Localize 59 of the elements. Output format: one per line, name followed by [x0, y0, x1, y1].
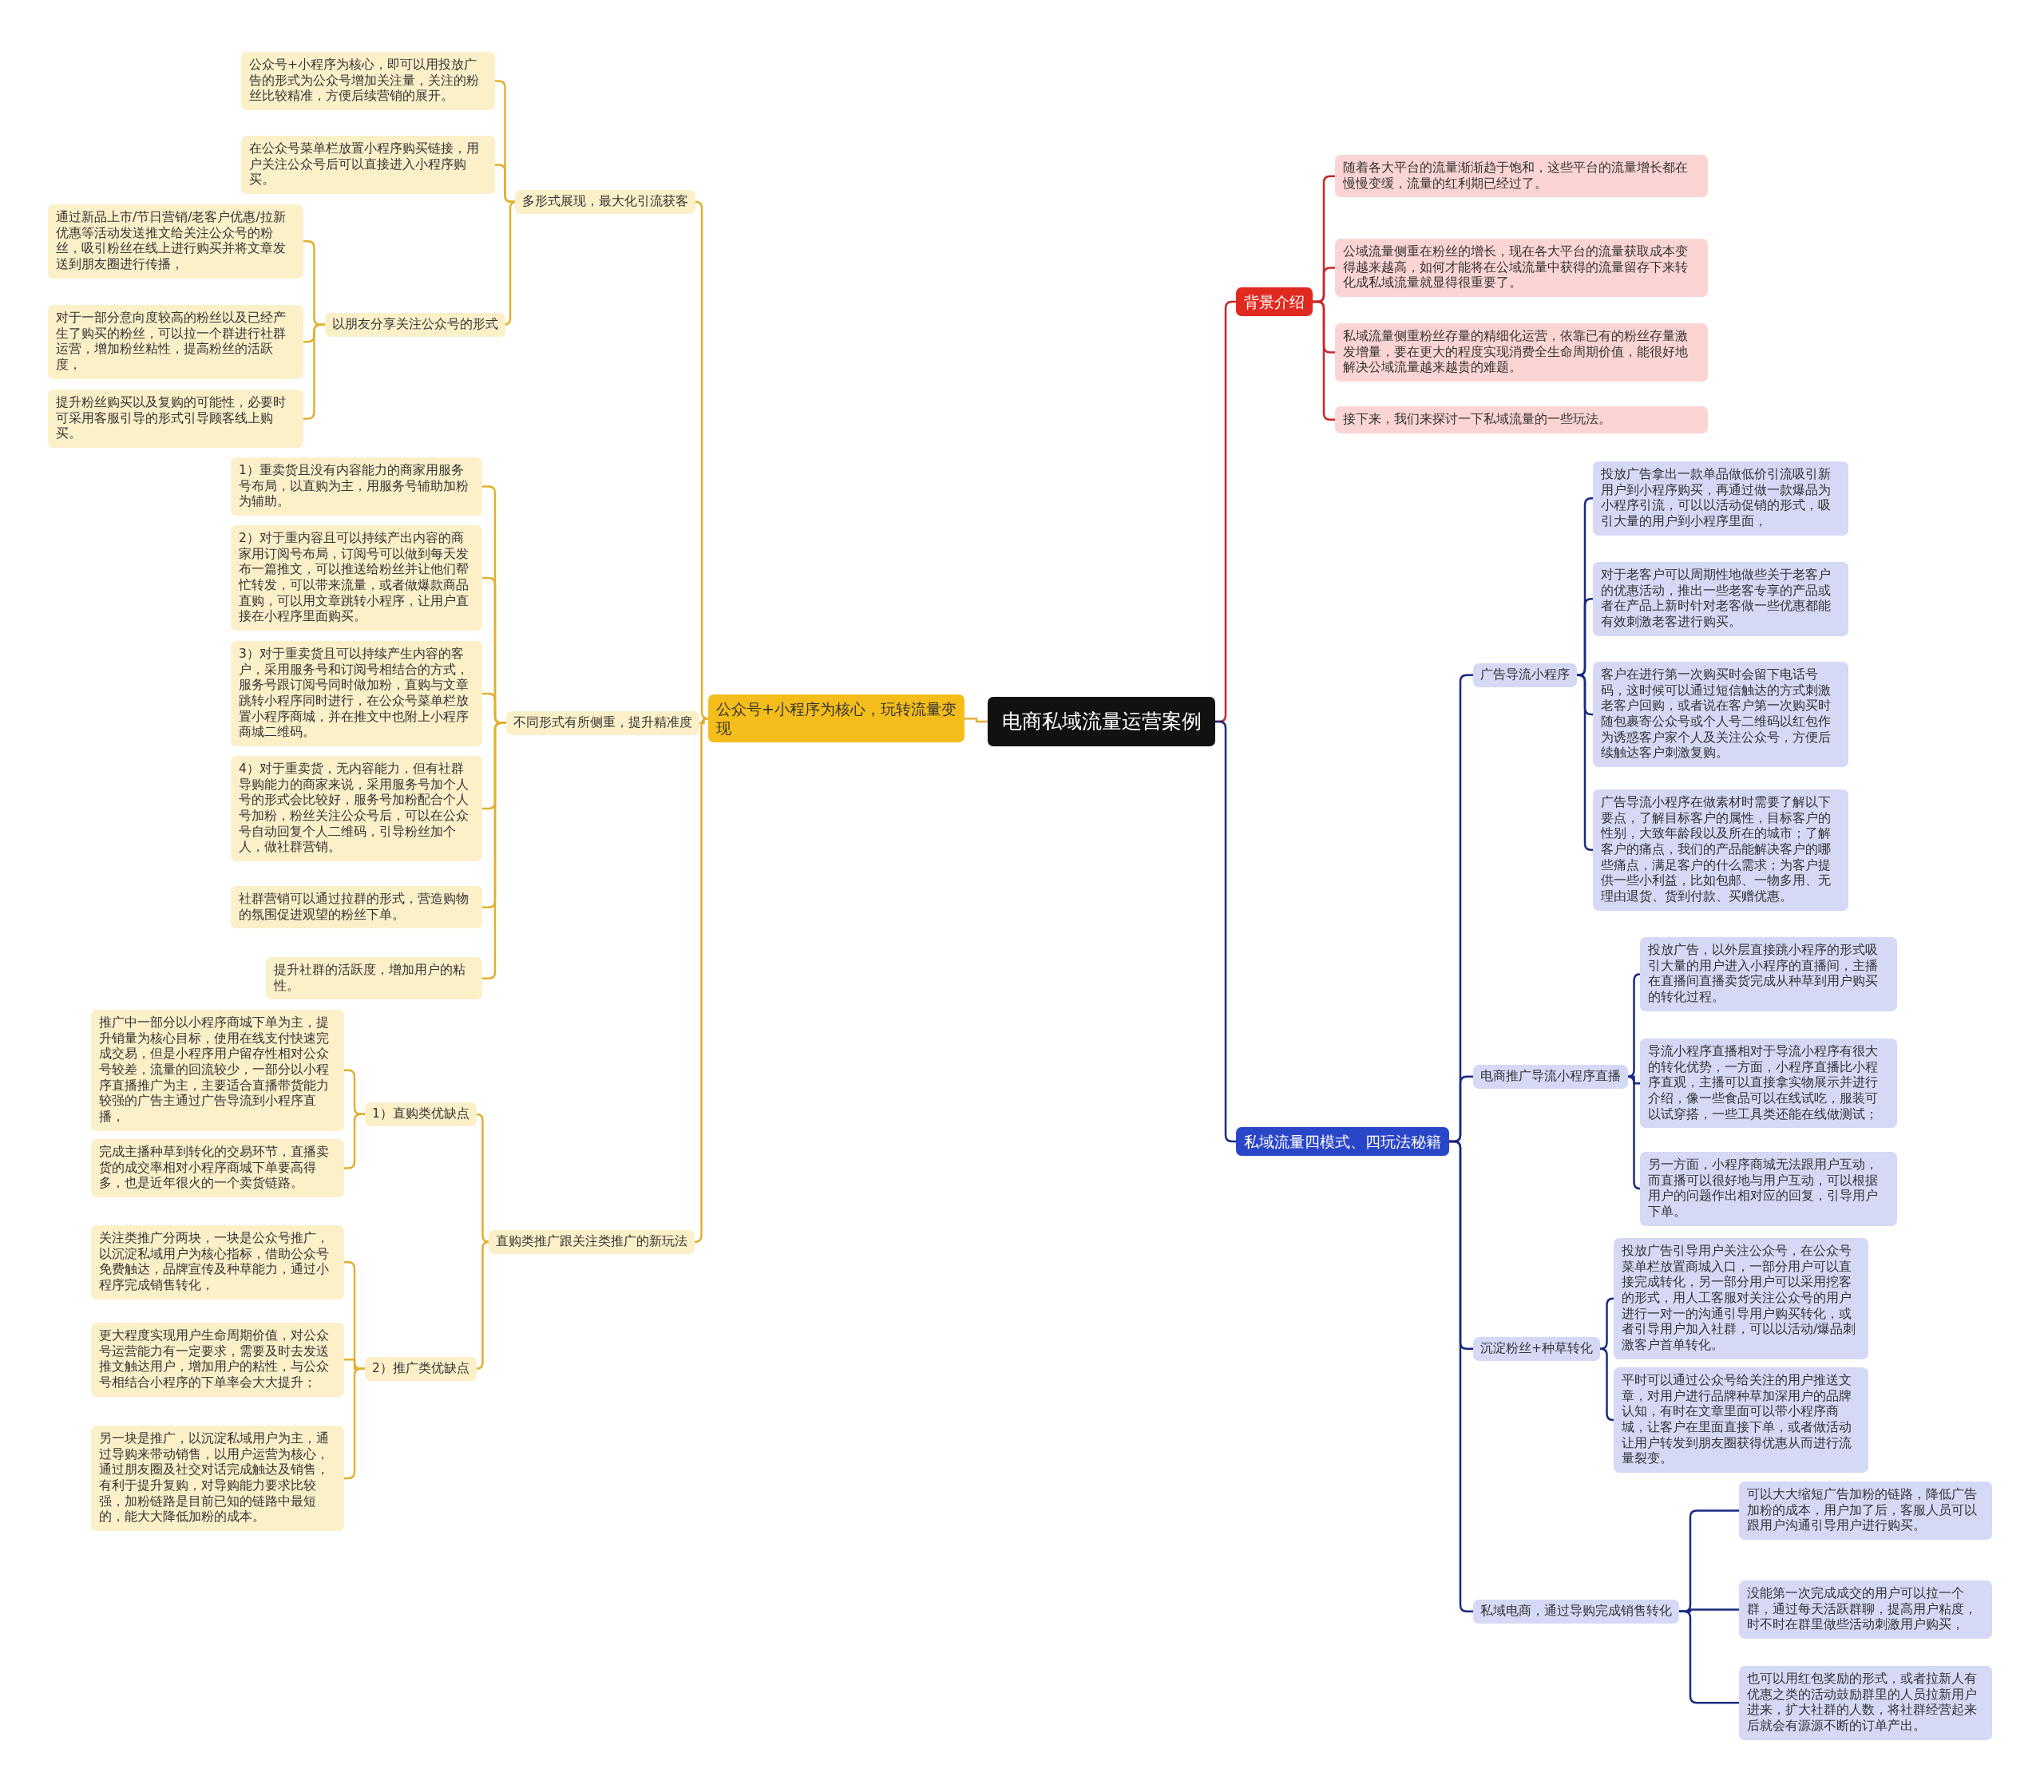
central-topic: 电商私域流量运营案例 [988, 697, 1215, 746]
note-box: 更大程度实现用户生命周期价值，对公众号运营能力有一定要求，需要及时去发送推文触达用户，增加用户的粘性，与公众号相结合小程序的下单率会大大提升； [91, 1323, 344, 1397]
note-box: 导流小程序直播相对于导流小程序有很大的转化优势，一方面，小程序直播比小程序直观，主播可以直接拿实物展示并进行介绍，像一些食品可以在线试吃，服装可以试穿搭，一些工具类还能在线做测试； [1640, 1038, 1897, 1129]
note-box: 另一方面，小程序商城无法跟用户互动，而直播可以很好地与用户互动，可以根据用户的问题作出相对应的回复，引导用户下单。 [1640, 1152, 1897, 1226]
subtopic-box: 电商推广导流小程序直播 [1473, 1065, 1628, 1089]
connector-line [1679, 1610, 1739, 1704]
note-box: 4）对于重卖货，无内容能力，但有社群导购能力的商家来说，采用服务号加个人号的形式会比较好，服务号加粉配合个人号加粉，粉丝关注公众号后，可以在公众号自动回复个人二维码，引导粉丝加个人，做社群营销。 [231, 756, 482, 862]
subtopic-box: 广告导流小程序 [1473, 663, 1577, 687]
subtopic-box: 不同形式有所侧重，提升精准度 [506, 711, 699, 735]
branch-topic: 公众号+小程序为核心，玩转流量变现 [708, 694, 965, 743]
note-box: 2）对于重内容且可以持续产出内容的商家用订阅号布局，订阅号可以做到每天发布一篇推文，可以推送给粉丝并让他们帮忙转发，可以带来流量，或者做爆款商品直购，可以用文章跳转小程序，让用户直接在小程序里面购买。 [231, 525, 482, 631]
connector-line [495, 164, 515, 204]
note-box: 公众号+小程序为核心，即可以用投放广告的形式为公众号增加关注量，关注的粉丝比较精准，方便后续营销的展开。 [241, 52, 495, 110]
subtopic-box: 以朋友分享关注公众号的形式 [325, 313, 505, 337]
note-box: 随着各大平台的流量渐渐趋于饱和，这些平台的流量增长都在慢慢变缓，流量的红利期已经过了。 [1335, 155, 1708, 198]
note-box: 投放广告拿出一款单品做低价引流吸引新用户到小程序购买，再通过做一款爆品为小程序引流，可以以活动促销的形式，吸引大量的用户到小程序里面， [1593, 461, 1848, 536]
note-box: 可以大大缩短广告加粉的链路，降低广告加粉的成本，用户加了后，客服人员可以跟用户沟通引导用户进行购买。 [1739, 1481, 1992, 1540]
note-box: 公域流量侧重在粉丝的增长，现在各大平台的流量获取成本变得越来越高，如何才能将在公域流量中获得的流量留存下来转化成私域流量就显得很重要了。 [1335, 239, 1708, 297]
subtopic-box: 2）推广类优缺点 [365, 1357, 477, 1381]
connector-line [1626, 1075, 1642, 1190]
connector-line [482, 722, 506, 979]
note-box: 社群营销可以通过拉群的形式，营造购物的氛围促进观望的粉丝下单。 [231, 886, 482, 929]
connector-line [694, 717, 709, 1244]
branch-topic: 背景介绍 [1236, 287, 1313, 317]
subtopic-box: 私域电商，通过导购完成销售转化 [1473, 1600, 1679, 1624]
note-box: 提升社群的活跃度，增加用户的粘性。 [266, 957, 482, 1000]
note-box: 投放广告，以外层直接跳小程序的形式吸引大量的用户进入小程序的直播间，主播在直播间直播卖货完成从种草到用户购买的转化过程。 [1640, 937, 1897, 1011]
note-box: 在公众号菜单栏放置小程序购买链接，用户关注公众号后可以直接进入小程序购买。 [241, 136, 495, 194]
note-box: 投放广告引导用户关注公众号，在公众号菜单栏放置商城入口，一部分用户可以直接完成转化，另一部分用户可以采用挖客的形式，用人工客服对关注公众号的用户进行一对一的沟通引导用户购买转化，或者引导用户加入社群，可以以活动/爆品刺激客户首单转化。 [1614, 1238, 1868, 1359]
note-box: 3）对于重卖货且可以持续产生内容的客户，采用服务号和订阅号相结合的方式，服务号跟订阅号同时做加粉，直购与文章跳转小程序同时进行，在公众号菜单栏放置小程序商城，并在推文中也附上小程序商城二维码。 [231, 641, 482, 747]
connector-line [1599, 1347, 1614, 1422]
connector-line [1577, 674, 1593, 852]
subtopic-box: 多形式展现，最大化引流获客 [515, 190, 695, 214]
note-box: 通过新品上市/节日营销/老客户优惠/拉新优惠等活动发送推文给关注公众号的粉丝，吸引粉丝在线上进行购买并将文章发送到朋友圈进行传播， [48, 204, 303, 279]
note-box: 推广中一部分以小程序商城下单为主，提升销量为核心目标，使用在线支付快速完成交易，但是小程序用户留存性相对公众号较差，流量的回流较少，一部分以小程序直播推广为主，主要适合直播带货能力较强的广告主通过广告导流到小程序直播， [91, 1010, 344, 1131]
subtopic-box: 沉淀粉丝+种草转化 [1473, 1337, 1600, 1361]
connector-line [1599, 1297, 1614, 1351]
note-box: 也可以用红包奖励的形式，或者拉新人有优惠之类的活动鼓励群里的人员拉新用户进来，扩大社群的人数，将社群经营起来后就会有源源不断的订单产出。 [1739, 1666, 1992, 1740]
connector-line [475, 1240, 490, 1371]
note-box: 提升粉丝购买以及复购的可能性，必要时可采用客服引导的形式引导顾客线上购买。 [48, 390, 303, 448]
subtopic-box: 直购类推广跟关注类推广的新玩法 [489, 1230, 695, 1254]
connector-line [1626, 973, 1642, 1078]
note-box: 广告导流小程序在做素材时需要了解以下要点，了解目标客户的属性，目标客户的性别，大致年龄段以及所在的城市；了解客户的痛点，我们的产品能解决客户的哪些痛点，满足客户的什么需求；为客户提供一些小利益，比如包邮、一物多用、无理由退货、货到付款、买赠优惠。 [1593, 789, 1848, 911]
note-box: 平时可以通过公众号给关注的用户推送文章，对用户进行品牌种草加深用户的品牌认知，有时在文章里面可以带小程序商城，让客户在里面直接下单，或者做活动让用户转发到朋友圈获得优惠从而进行流量裂变。 [1614, 1367, 1868, 1474]
note-box: 完成主播种草到转化的交易环节，直播卖货的成交率相对小程序商城下单要高得多，也是近年很火的一个卖货链路。 [91, 1139, 344, 1197]
note-box: 客户在进行第一次购买时会留下电话号码，这时候可以通过短信触达的方式刺激老客户回购，或者说在客户第一次购买时随包裹寄公众号或个人号二维码以红包作为诱惑客户家个人及关注公众号，方便后续触达客户刺激复购。 [1593, 662, 1848, 768]
note-box: 另一块是推广，以沉淀私域用户为主，通过导购来带动销售，以用户运营为核心，通过朋友圈及社交对话完成触达及销售，有利于提升复购，对导购能力要求比较强，加粉链路是目前已知的链路中最短的，能大大降低加粉的成本。 [91, 1426, 344, 1532]
note-box: 1）重卖货且没有内容能力的商家用服务号布局，以直购为主，用服务号辅助加粉为辅助。 [231, 457, 482, 516]
connector-line [965, 717, 988, 723]
note-box: 对于一部分意向度较高的粉丝以及已经产生了购买的粉丝，可以拉一个群进行社群运营，增加粉丝粘性，提高粉丝的活跃度， [48, 305, 303, 379]
note-box: 私域流量侧重粉丝存量的精细化运营，依靠已有的粉丝存量激发增量，要在更大的程度实现消费全生命周期价值，能很好地解决公域流量越来越贵的难题。 [1335, 323, 1708, 382]
note-box: 关注类推广分两块，一块是公众号推广，以沉淀私域用户为核心指标，借助公众号免费触达，品牌宣传及种草能力，通过小程序完成销售转化， [91, 1225, 344, 1299]
note-box: 对于老客户可以周期性地做些关于老客户的优惠活动，推出一些老客专享的产品或者在产品上新时针对老客做一些优惠都能有效刺激老客进行购买。 [1593, 562, 1848, 636]
subtopic-box: 1）直购类优缺点 [365, 1102, 477, 1126]
connector-line [1449, 1140, 1473, 1613]
note-box: 接下来，我们来探讨一下私域流量的一些玩法。 [1335, 406, 1708, 433]
branch-topic: 私域流量四模式、四玩法秘籍 [1236, 1127, 1449, 1157]
note-box: 没能第一次完成成交的用户可以拉一个群，通过每天活跃群聊，提高用户粘度，时不时在群里做些活动刺激用户购买， [1739, 1580, 1992, 1639]
connector-line [475, 1113, 490, 1244]
